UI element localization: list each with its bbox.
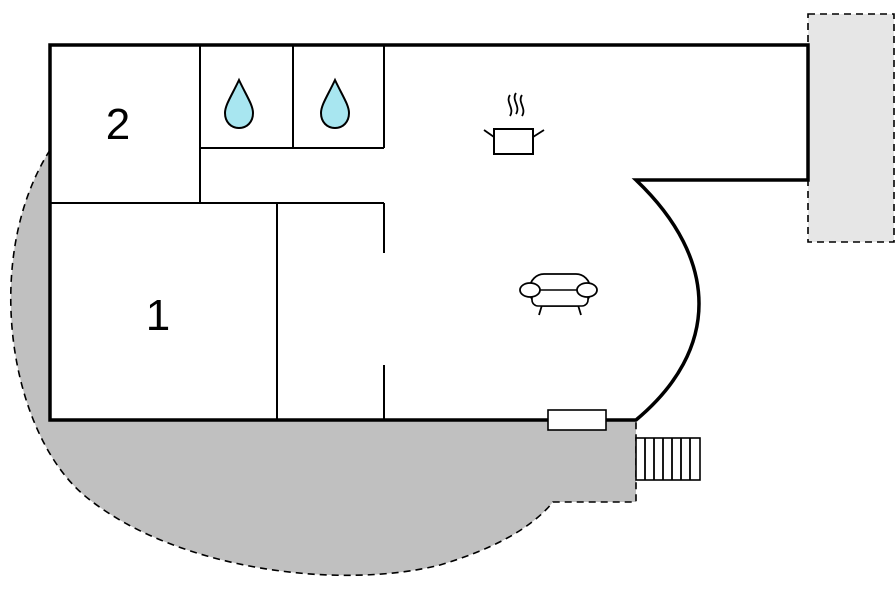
- cooking-pot-icon: [483, 92, 545, 155]
- interior-walls: [50, 45, 385, 420]
- terrace: [9, 147, 637, 577]
- window: [547, 409, 607, 431]
- outer-wall: [48, 43, 810, 422]
- stairs-icon: [635, 437, 701, 481]
- room-number-2: 2: [106, 100, 130, 149]
- water-drop-icon: [319, 77, 351, 130]
- water-drop-icon: [223, 77, 255, 130]
- interior-floor: [50, 45, 808, 420]
- room-number-1: 1: [146, 291, 170, 340]
- sofa-icon: [519, 273, 598, 316]
- balcony: [807, 13, 895, 243]
